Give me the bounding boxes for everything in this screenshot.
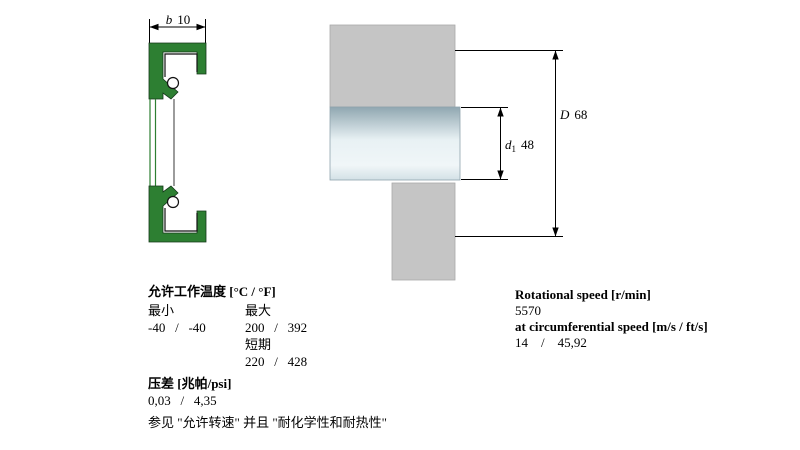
D-arrow-top bbox=[552, 50, 559, 60]
D-symbol: D bbox=[560, 107, 570, 122]
D-value: 68 bbox=[574, 107, 588, 122]
housing-block-lower bbox=[391, 182, 456, 281]
temperature-title: 允许工作温度 [°C / °F] bbox=[148, 284, 276, 299]
housing-block-upper bbox=[329, 24, 456, 108]
d1-symbol: d bbox=[505, 137, 512, 152]
temperature-max-header: 最大 bbox=[245, 303, 272, 318]
seal-section-bottom bbox=[148, 185, 207, 243]
operating-conditions-block: 允许工作温度 [°C / °F] 最小 最大 -40 / -40 200 / 3… bbox=[148, 285, 448, 445]
D-arrow-bottom bbox=[552, 227, 559, 237]
d1-dimension-label: d1 48 bbox=[505, 137, 534, 154]
temperature-min-values: -40 / -40 bbox=[148, 320, 206, 335]
temperature-max-values: 200 / 392 bbox=[245, 320, 308, 335]
mounting-drawing bbox=[329, 24, 563, 281]
temperature-min-header: 最小 bbox=[148, 303, 175, 318]
see-also-note: 参见 "允许转速" 并且 "耐化学性和耐热性" bbox=[148, 415, 387, 430]
b-value: 10 bbox=[177, 12, 191, 27]
pressure-values: 0,03 / 4,35 bbox=[148, 393, 217, 408]
d1-arrow-bottom bbox=[497, 170, 504, 180]
D-dimension-label: D 68 bbox=[560, 107, 587, 123]
b-symbol: b bbox=[165, 12, 173, 27]
rotational-speed-title: Rotational speed [r/min] bbox=[515, 287, 651, 302]
speed-block: Rotational speed [r/min] 5570 at circumf… bbox=[515, 288, 795, 358]
d1-value: 48 bbox=[521, 137, 534, 152]
seal-rubber-body bbox=[148, 42, 207, 100]
short-term-values: 220 / 428 bbox=[245, 354, 308, 369]
rotational-speed-value: 5570 bbox=[515, 303, 541, 318]
seal-cross-section-drawing bbox=[148, 19, 207, 243]
seal-metal-case-line bbox=[164, 53, 198, 77]
circumferential-speed-title: at circumferential speed [m/s / ft/s] bbox=[515, 319, 708, 334]
circumferential-speed-values: 14 / 45,92 bbox=[515, 335, 587, 350]
b-arrow-right bbox=[196, 23, 206, 31]
short-term-label: 短期 bbox=[245, 337, 272, 352]
d1-arrow-top bbox=[497, 107, 504, 117]
b-arrow-left bbox=[149, 23, 159, 31]
pressure-title: 压差 [兆帕/psi] bbox=[148, 376, 232, 391]
shaft bbox=[329, 106, 461, 181]
b-dimension-label: b 10 bbox=[158, 12, 198, 28]
seal-section-top bbox=[148, 42, 207, 100]
garter-spring-circle bbox=[166, 76, 180, 90]
d1-subscript: 1 bbox=[511, 144, 517, 154]
